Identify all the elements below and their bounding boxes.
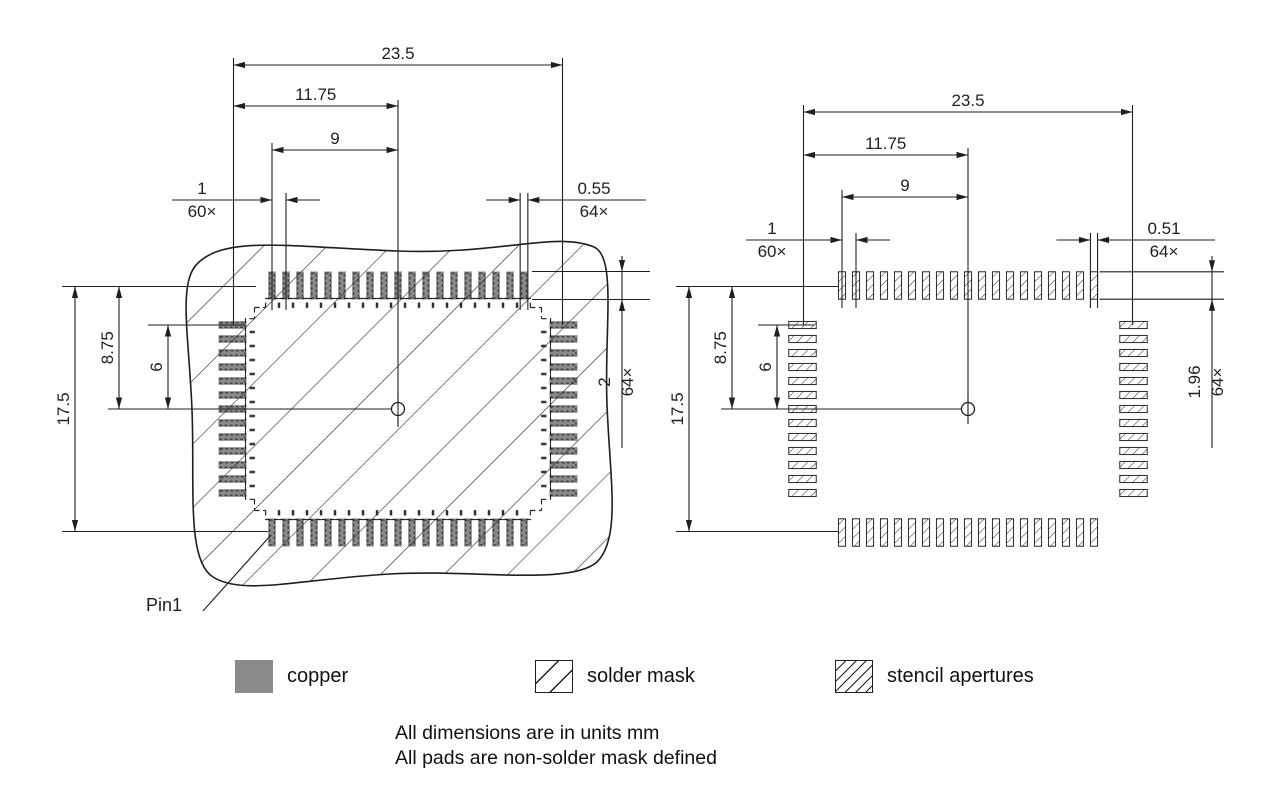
pin1-callout: Pin1: [146, 534, 272, 615]
mask-opening-contour: [244, 297, 552, 521]
dim-pad-width-left: 0.55: [577, 179, 610, 198]
dim-col-half-left: 6: [147, 362, 166, 371]
dim-pitch-count-left: 60×: [188, 202, 217, 221]
legend-item-solder-mask: solder mask: [535, 659, 695, 693]
stencil-apertures: [788, 271, 1148, 547]
dimensions-left-view: 23.5 11.75 9 1 60× 0.55 64× 17.5 8.75 6 2 64×: [54, 44, 650, 532]
dim-pitch-count-right: 60×: [758, 242, 787, 261]
dim-aperture-length-right: 1.96: [1185, 365, 1204, 398]
note-units: All dimensions are in units mm: [395, 722, 660, 744]
legend-label-copper: copper: [287, 664, 349, 687]
dim-pad-width-count-left: 64×: [580, 202, 609, 221]
dim-col-half-right: 6: [756, 362, 775, 371]
dim-row-half-left: 9: [330, 129, 339, 148]
dim-aperture-length-count-right: 64×: [1208, 368, 1227, 397]
dim-aperture-width-right: 0.51: [1147, 219, 1180, 238]
drawing-notes: All dimensions are in units mm All pads …: [395, 721, 717, 771]
dim-row-half-right: 9: [900, 176, 909, 195]
solder-mask-swatch-icon: [535, 659, 573, 693]
dim-pitch-left: 1: [197, 179, 206, 198]
center-mark-left: [346, 393, 406, 424]
dim-pad-length-left: 2: [595, 377, 614, 386]
dim-half-height-left: 8.75: [98, 331, 117, 364]
dim-overall-width-right: 23.5: [951, 91, 984, 110]
dim-overall-height-right: 17.5: [668, 392, 687, 425]
dim-pad-length-count-left: 64×: [618, 368, 637, 397]
legend-label-solder-mask: solder mask: [587, 664, 695, 687]
figure-copper-solder-mask-view: 23.5 11.75 9 1 60× 0.55 64× 17.5 8.75 6 2 64× Pin1: [54, 44, 650, 615]
extension-lines-left-view: [62, 58, 564, 533]
legend-item-stencil-apertures: stencil apertures: [835, 659, 1034, 693]
dim-half-width-right: 11.75: [865, 134, 906, 153]
dim-aperture-width-count-right: 64×: [1150, 242, 1179, 261]
dim-half-width-left: 11.75: [295, 85, 336, 104]
copper-swatch-icon: [235, 659, 273, 693]
extension-lines-right-view: [676, 105, 1134, 533]
center-mark-right: [916, 393, 976, 424]
pin1-label: Pin1: [146, 595, 182, 615]
dim-overall-width-left: 23.5: [381, 44, 414, 63]
note-nsmd: All pads are non-solder mask defined: [395, 747, 717, 769]
dim-half-height-right: 8.75: [711, 331, 730, 364]
stencil-apertures-swatch-icon: [835, 659, 873, 693]
dim-pitch-right: 1: [767, 219, 776, 238]
legend-item-copper: copper: [235, 659, 348, 693]
dim-overall-height-left: 17.5: [54, 392, 73, 425]
legend-label-stencil-apertures: stencil apertures: [887, 664, 1034, 687]
